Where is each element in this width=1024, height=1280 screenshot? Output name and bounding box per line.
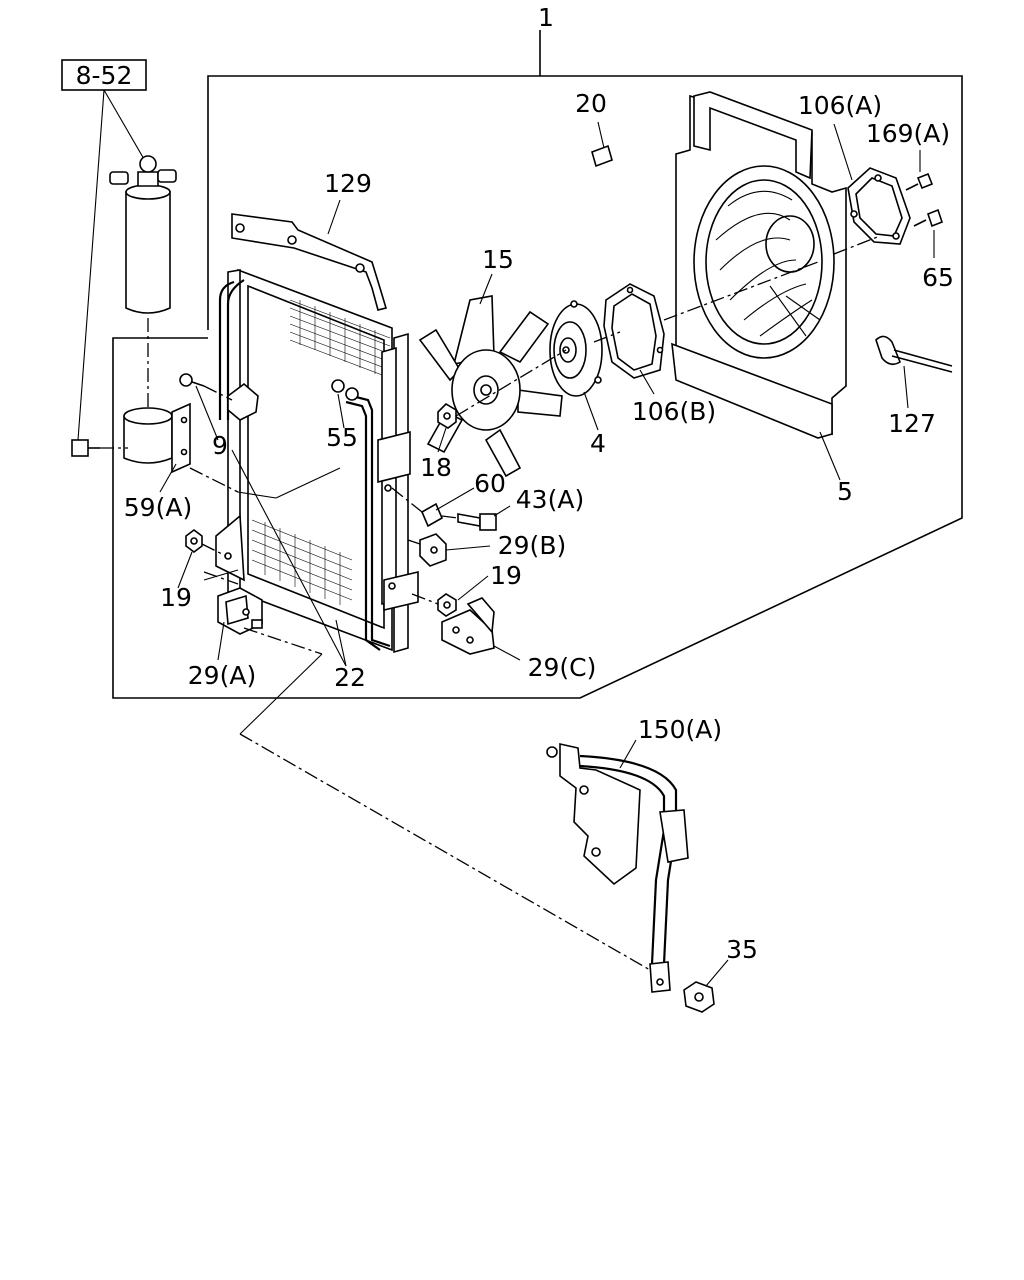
- callout-labels: 1 20 129 15 106(A) 169(A) 65 127 5 106(B…: [124, 3, 954, 964]
- nut-19-left: [185, 529, 203, 553]
- condenser: [218, 268, 409, 654]
- label-106b: 106(B): [632, 397, 716, 426]
- label-18: 18: [420, 453, 452, 482]
- label-4: 4: [590, 429, 606, 458]
- condenser-left-tab: [227, 382, 259, 421]
- label-29c: 29(C): [528, 653, 597, 682]
- bolt-65: [913, 208, 943, 228]
- label-35: 35: [726, 935, 758, 964]
- oring-55: [331, 379, 345, 393]
- label-43a: 43(A): [516, 485, 584, 514]
- label-15: 15: [482, 245, 514, 274]
- nut-35: [683, 981, 715, 1013]
- label-8-52: 8-52: [76, 61, 133, 90]
- fan-motor: [549, 300, 603, 397]
- label-150a: 150(A): [638, 715, 722, 744]
- bolt-43a: [457, 513, 497, 531]
- label-29a: 29(A): [188, 661, 256, 690]
- bracket-29b: [419, 533, 447, 567]
- label-55: 55: [326, 423, 358, 452]
- label-129: 129: [324, 169, 372, 198]
- nut-19-right: [437, 593, 457, 617]
- condenser-upper-bracket: [231, 213, 388, 311]
- bolt-169a: [905, 172, 934, 191]
- bracket-29c: [441, 597, 495, 655]
- label-19-left: 19: [160, 583, 192, 612]
- seal-106b: [603, 283, 665, 379]
- nut-18: [437, 402, 457, 429]
- condenser-lower-left-bracket: [215, 514, 245, 582]
- label-5: 5: [837, 477, 853, 506]
- bracket-29a: [217, 587, 263, 635]
- label-65: 65: [922, 263, 954, 292]
- reference-box[interactable]: 8-52: [61, 59, 147, 91]
- clip-127: [875, 335, 953, 373]
- label-19-right: 19: [490, 561, 522, 590]
- bolt-9: [179, 373, 205, 387]
- label-20: 20: [575, 89, 607, 118]
- clamp-60: [420, 502, 444, 528]
- label-60: 60: [474, 469, 506, 498]
- seal-106a: [847, 167, 911, 245]
- label-9: 9: [212, 431, 228, 460]
- fan-blade: [418, 295, 563, 478]
- label-1: 1: [538, 3, 554, 32]
- receiver-drier: [109, 155, 177, 410]
- condenser-right-plates: [377, 430, 419, 612]
- fan-shroud: [671, 91, 847, 439]
- label-29b: 29(B): [498, 531, 566, 560]
- pipe-150a: [546, 743, 689, 993]
- clip-20: [591, 144, 613, 168]
- leader-lines: [159, 121, 935, 987]
- bolt-left-hex: [71, 439, 100, 457]
- label-22: 22: [334, 663, 366, 692]
- drier-clamp: [123, 402, 191, 474]
- label-106a: 106(A): [798, 91, 882, 120]
- assembly-boundary: [112, 30, 963, 699]
- label-127: 127: [888, 409, 936, 438]
- label-59a: 59(A): [124, 493, 192, 522]
- label-169a: 169(A): [866, 119, 950, 148]
